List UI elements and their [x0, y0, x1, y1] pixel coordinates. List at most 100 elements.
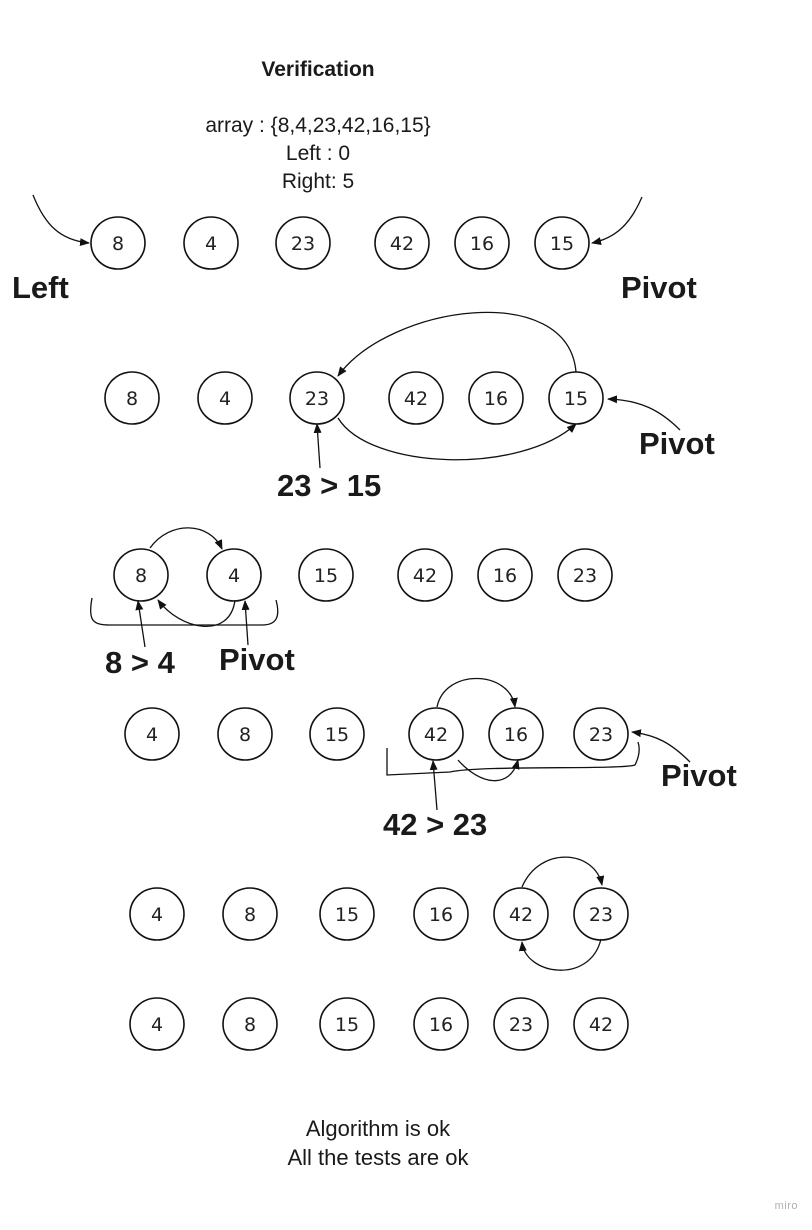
node-circle	[493, 997, 549, 1051]
compare-label-1: 23 > 15	[277, 468, 382, 503]
arrow-compare-42	[429, 760, 438, 811]
arrow-swap-42-to-16	[436, 677, 518, 708]
array-node-r4-c2: 8	[217, 707, 273, 761]
node-circle	[477, 548, 533, 602]
arrow-swap-8-to-4	[149, 527, 223, 550]
array-node-r1-c1: 8	[90, 216, 146, 270]
node-value: 4	[205, 233, 217, 255]
node-value: 8	[244, 1014, 256, 1036]
node-value: 15	[335, 1014, 359, 1036]
arrow-swap-4-to-8	[157, 599, 236, 627]
node-value: 23	[573, 565, 597, 587]
node-value: 23	[589, 724, 613, 746]
node-circle	[388, 371, 444, 425]
node-circle	[124, 707, 180, 761]
node-circle	[222, 997, 278, 1051]
node-circle	[298, 548, 354, 602]
array-node-r6-c2: 8	[222, 997, 278, 1051]
node-value: 8	[244, 904, 256, 926]
node-circle	[222, 887, 278, 941]
array-node-r6-c3: 15	[319, 997, 375, 1051]
array-node-r5-c4: 16	[413, 887, 469, 941]
result-line-2: All the tests are ok	[287, 1145, 469, 1170]
node-value: 4	[151, 1014, 163, 1036]
node-value: 16	[504, 724, 528, 746]
node-value: 42	[589, 1014, 613, 1036]
node-circle	[408, 707, 464, 761]
node-circle	[129, 997, 185, 1051]
node-circle	[104, 371, 160, 425]
array-node-r1-c4: 42	[374, 216, 430, 270]
node-value: 42	[424, 724, 448, 746]
node-value: 23	[305, 388, 329, 410]
partition-bracket-1	[89, 597, 279, 626]
node-value: 42	[509, 904, 533, 926]
array-node-r2-c4: 42	[388, 371, 444, 425]
node-value: 23	[589, 904, 613, 926]
node-value: 15	[335, 904, 359, 926]
node-value: 42	[390, 233, 414, 255]
pivot-label-2: Pivot	[639, 426, 715, 461]
node-circle	[206, 548, 262, 602]
left-label: Left	[12, 270, 69, 305]
node-value: 23	[291, 233, 315, 255]
node-value: 8	[126, 388, 138, 410]
arrow-pivot-pointer	[591, 196, 643, 245]
arrow-swap-42-to-23	[521, 856, 605, 888]
array-node-r3-c1: 8	[113, 548, 169, 602]
arrow-pivot-pointer-4	[631, 729, 691, 763]
node-value: 16	[429, 904, 453, 926]
node-circle	[413, 887, 469, 941]
node-value: 15	[314, 565, 338, 587]
node-value: 4	[151, 904, 163, 926]
node-circle	[573, 707, 629, 761]
arrow-swap-23-to-15	[337, 417, 577, 461]
arrow-pivot-pointer-3	[241, 600, 250, 646]
node-value: 42	[413, 565, 437, 587]
arrow-compare-8	[135, 600, 146, 648]
array-node-r1-c5: 16	[454, 216, 510, 270]
array-node-r6-c5: 23	[493, 997, 549, 1051]
node-value: 23	[509, 1014, 533, 1036]
node-circle	[534, 216, 590, 270]
arrow-compare-23	[313, 423, 322, 469]
pivot-label-1: Pivot	[621, 270, 697, 305]
diagram-title: Verification	[261, 58, 375, 81]
node-circle	[217, 707, 273, 761]
node-value: 15	[325, 724, 349, 746]
node-value: 42	[404, 388, 428, 410]
array-node-r1-c3: 23	[275, 216, 331, 270]
node-circle	[319, 887, 375, 941]
array-node-r4-c4: 42	[408, 707, 464, 761]
miro-watermark: miro	[774, 1200, 798, 1212]
array-node-r5-c1: 4	[129, 887, 185, 941]
left-index-line: Left : 0	[285, 142, 351, 165]
array-node-r6-c1: 4	[129, 997, 185, 1051]
node-circle	[275, 216, 331, 270]
node-value: 15	[550, 233, 574, 255]
array-node-r4-c1: 4	[124, 707, 180, 761]
node-value: 16	[484, 388, 508, 410]
node-circle	[557, 548, 613, 602]
array-node-r5-c6: 23	[573, 887, 629, 941]
array-node-r4-c3: 15	[309, 707, 365, 761]
array-node-r2-c2: 4	[197, 371, 253, 425]
node-value: 4	[219, 388, 231, 410]
pivot-label-3: Pivot	[219, 642, 295, 677]
node-circle	[468, 371, 524, 425]
array-node-r3-c6: 23	[557, 548, 613, 602]
node-circle	[397, 548, 453, 602]
node-circle	[413, 997, 469, 1051]
arrow-left-pointer	[32, 194, 90, 247]
node-value: 4	[146, 724, 158, 746]
node-value: 4	[228, 565, 240, 587]
array-node-r5-c2: 8	[222, 887, 278, 941]
array-node-r5-c3: 15	[319, 887, 375, 941]
node-circle	[454, 216, 510, 270]
compare-label-3: 42 > 23	[383, 807, 488, 842]
node-value: 8	[112, 233, 124, 255]
node-value: 16	[429, 1014, 453, 1036]
node-circle	[493, 887, 549, 941]
